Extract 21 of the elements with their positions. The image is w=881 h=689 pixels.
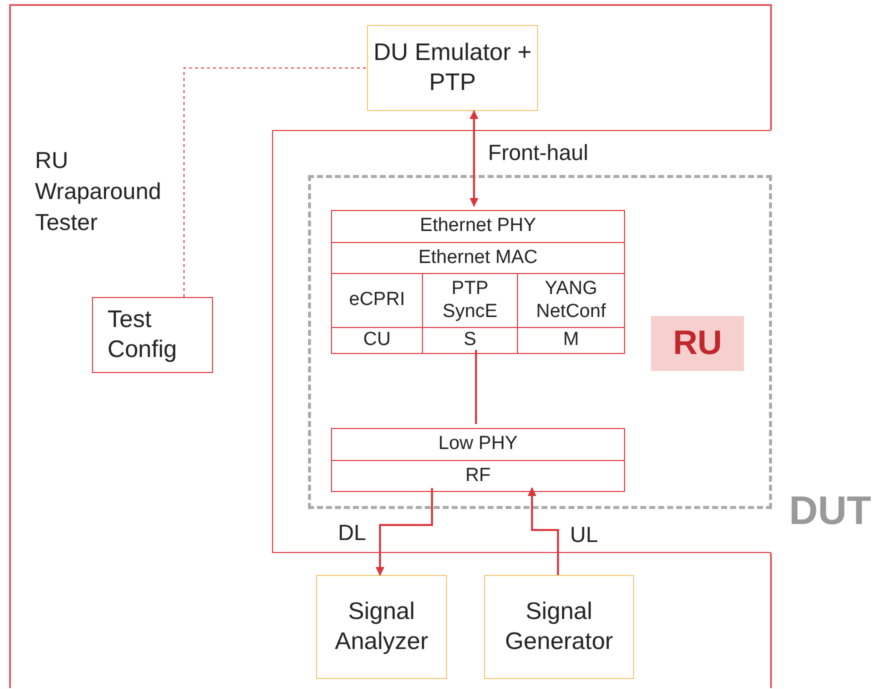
protocol-layer-cell: CU — [331, 327, 423, 354]
instrument-box: Signal Generator — [484, 575, 634, 679]
edge-label: Front-haul — [488, 140, 588, 166]
protocol-layer-cell: Low PHY — [331, 428, 625, 461]
protocol-layer-cell: Ethernet PHY — [331, 210, 625, 243]
arrow — [470, 110, 478, 207]
emulator-box: DU Emulator + PTP — [367, 25, 538, 111]
ru-label: RU — [651, 316, 744, 371]
dut-label: DUT — [789, 489, 872, 534]
protocol-layer-cell: M — [517, 327, 625, 354]
arrow — [376, 488, 433, 576]
edge-label: DL — [338, 520, 366, 546]
protocol-layer-cell: RF — [331, 460, 625, 492]
protocol-layer-cell: Ethernet MAC — [331, 242, 625, 274]
ru-dashed-box — [308, 175, 772, 509]
instrument-box: Signal Analyzer — [316, 575, 447, 679]
config-box: Test Config — [92, 297, 213, 373]
edge-label: UL — [570, 522, 598, 548]
region-title: RU Wraparound Tester — [35, 146, 162, 238]
arrow — [528, 487, 559, 575]
dashed-connector — [184, 68, 368, 298]
